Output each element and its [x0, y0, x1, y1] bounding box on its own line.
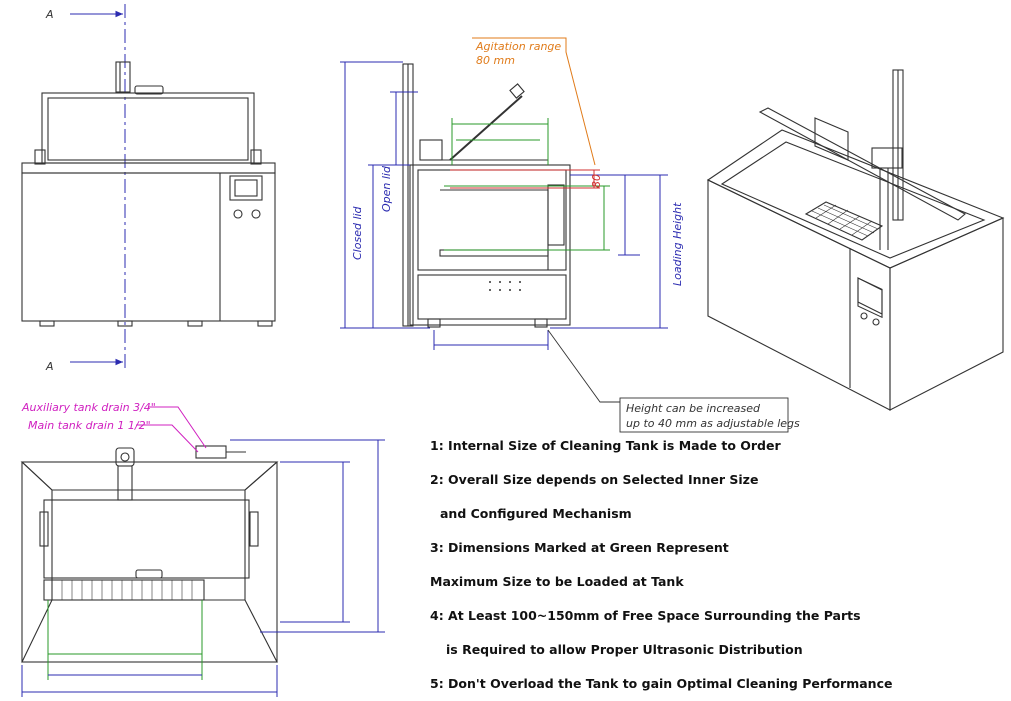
height-note-line2: up to 40 mm as adjustable legs [626, 417, 800, 430]
height-note-line1: Height can be increased [626, 402, 761, 415]
main-drain-label: Main tank drain 1 1/2" [28, 419, 151, 432]
loading-height-label: Loading Height [671, 202, 684, 286]
plan-view [20, 406, 385, 697]
note-4: 4: At Least 100~150mm of Free Space Surr… [430, 608, 861, 623]
side-view [340, 37, 789, 433]
note-2: 2: Overall Size depends on Selected Inne… [430, 472, 759, 487]
front-view [21, 4, 276, 370]
note-2-cont: and Configured Mechanism [440, 506, 632, 521]
note-3: 3: Dimensions Marked at Green Represent [430, 540, 729, 555]
open-lid-label: Open lid [380, 165, 393, 212]
note-1: 1: Internal Size of Cleaning Tank is Mad… [430, 438, 781, 453]
agitation-range-value: 80 mm [476, 54, 515, 67]
agitation-tick-label: 80 [590, 174, 603, 188]
note-4-cont: is Required to allow Proper Ultrasonic D… [446, 642, 803, 657]
isometric-view [706, 69, 1005, 411]
section-mark-bottom: A [45, 360, 54, 373]
closed-lid-label: Closed lid [351, 205, 364, 260]
agitation-range-label: Agitation range [475, 40, 561, 53]
note-5: 5: Don't Overload the Tank to gain Optim… [430, 676, 893, 691]
note-3-cont: Maximum Size to be Loaded at Tank [430, 574, 684, 589]
section-mark-top: A [45, 8, 54, 21]
aux-drain-label: Auxiliary tank drain 3/4" [21, 401, 156, 414]
